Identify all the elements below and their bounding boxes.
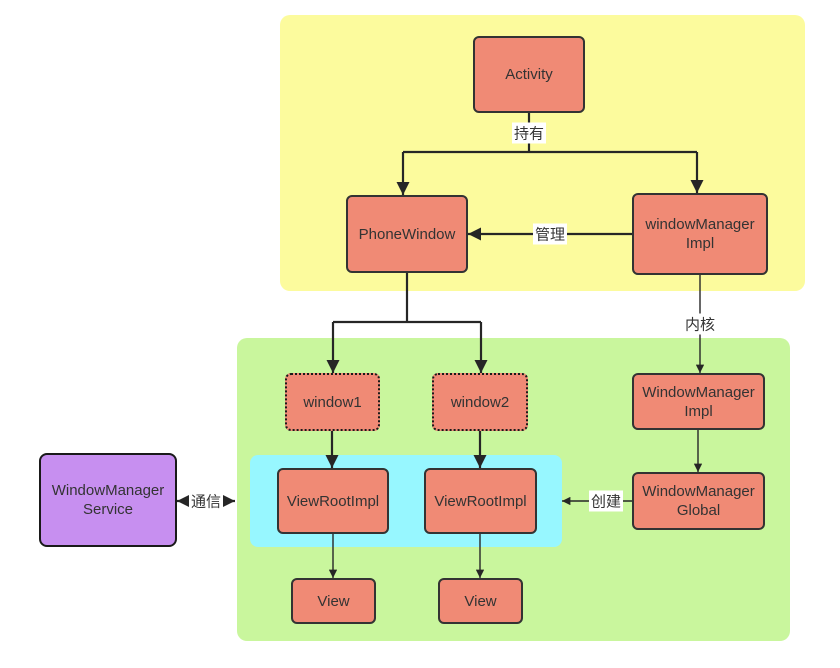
node-windowmanagerservice: WindowManager Service bbox=[39, 453, 177, 547]
node-windowmanagerimpl-app: windowManager Impl bbox=[632, 193, 768, 275]
edge-label-manages: 管理 bbox=[532, 223, 568, 245]
node-phonewindow: PhoneWindow bbox=[346, 195, 468, 273]
edge-label-communicates: 通信 bbox=[188, 490, 224, 512]
edge-label-creates: 创建 bbox=[588, 490, 624, 512]
node-viewrootimpl-2: ViewRootImpl bbox=[424, 468, 537, 534]
node-windowmanagerimpl-framework: WindowManager Impl bbox=[632, 373, 765, 430]
edge-label-holds: 持有 bbox=[511, 122, 547, 144]
node-view-1: View bbox=[291, 578, 376, 624]
node-window1: window1 bbox=[285, 373, 380, 431]
node-windowmanagerglobal: WindowManager Global bbox=[632, 472, 765, 530]
node-view-2: View bbox=[438, 578, 523, 624]
edge-label-kernel: 内核 bbox=[682, 313, 718, 335]
node-window2: window2 bbox=[432, 373, 528, 431]
node-activity: Activity bbox=[473, 36, 585, 113]
node-viewrootimpl-1: ViewRootImpl bbox=[277, 468, 389, 534]
